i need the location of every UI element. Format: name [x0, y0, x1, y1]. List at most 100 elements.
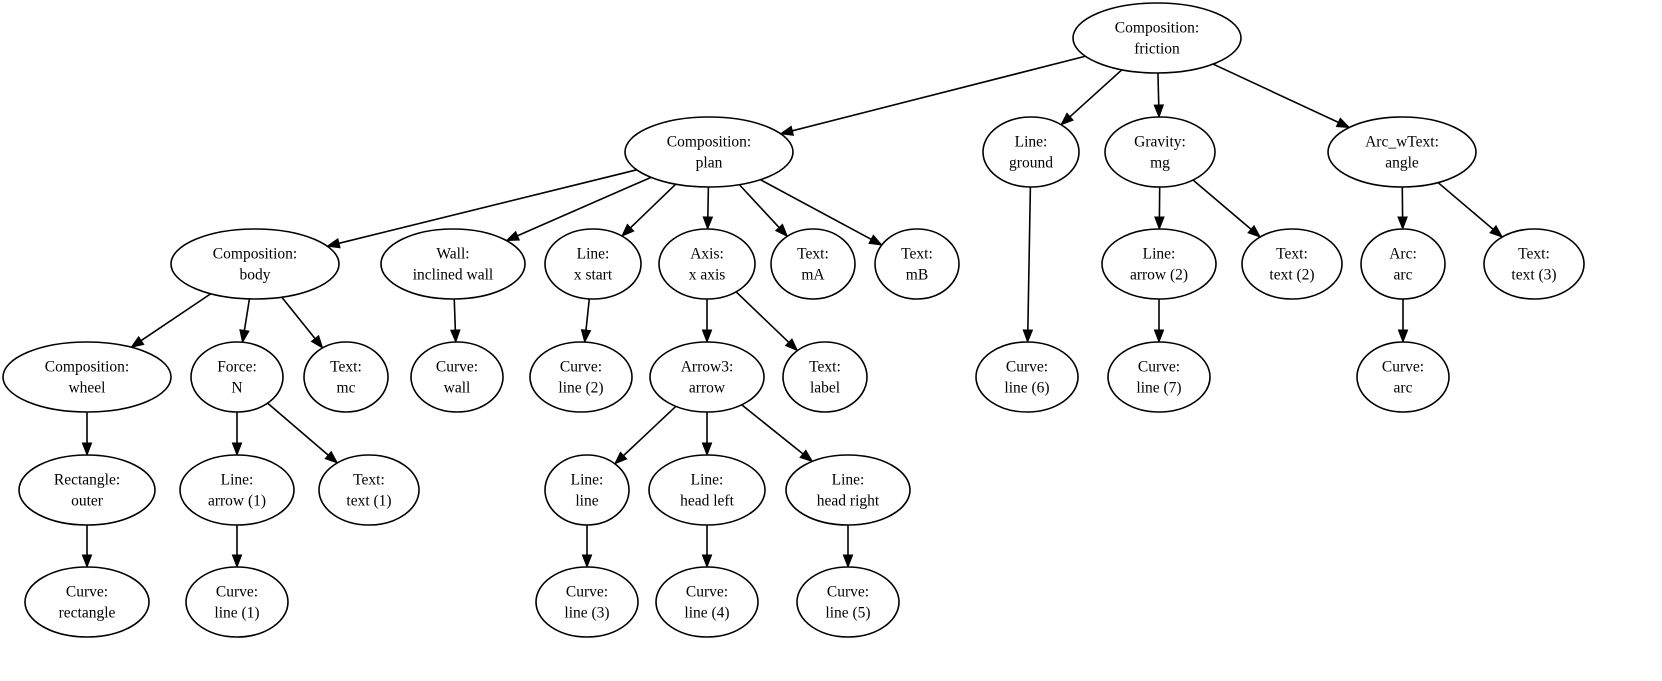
node-ellipse[interactable] [318, 454, 420, 526]
edge-line [453, 298, 457, 331]
node-label-name: friction [1134, 41, 1180, 58]
node-ellipse[interactable] [1327, 116, 1477, 188]
node-ellipse[interactable] [658, 228, 756, 300]
node-label-type: Arc_wText: [1365, 134, 1439, 151]
node-rect-curve[interactable]: Curve:rectangle [24, 566, 150, 638]
arrowhead-icon [1397, 216, 1408, 231]
node-ellipse[interactable] [185, 566, 289, 638]
node-mc[interactable]: Text:mc [303, 341, 389, 413]
node-line-plain[interactable]: Line:line [544, 454, 630, 526]
node-ellipse[interactable] [1360, 228, 1446, 300]
node-head-left[interactable]: Line:head left [648, 454, 766, 526]
node-ellipse[interactable] [544, 454, 630, 526]
node-ellipse[interactable] [1356, 341, 1450, 413]
node-arrow3[interactable]: Arrow3:arrow [649, 341, 765, 413]
node-ellipse[interactable] [796, 566, 900, 638]
node-line-6[interactable]: Curve:line (6) [975, 341, 1079, 413]
node-ellipse[interactable] [624, 116, 794, 188]
node-ellipse[interactable] [648, 454, 766, 526]
node-arrow-1[interactable]: Line:arrow (1) [179, 454, 295, 526]
node-label-name: label [810, 380, 840, 397]
node-ellipse[interactable] [1072, 2, 1242, 74]
edge-friction-to-angle [1212, 63, 1351, 129]
node-ellipse[interactable] [529, 341, 633, 413]
node-ellipse[interactable] [1104, 116, 1216, 188]
node-line-3[interactable]: Curve:line (3) [535, 566, 639, 638]
node-ellipse[interactable] [18, 454, 156, 526]
node-text-2[interactable]: Text:text (2) [1241, 228, 1343, 300]
node-ellipse[interactable] [770, 228, 856, 300]
node-ellipse[interactable] [782, 341, 868, 413]
node-force-N[interactable]: Force:N [190, 341, 284, 413]
node-ellipse[interactable] [1241, 228, 1343, 300]
node-body[interactable]: Composition:body [170, 228, 340, 300]
edge-angle-to-text-3 [1437, 181, 1504, 238]
node-ellipse[interactable] [303, 341, 389, 413]
node-label-type: Line: [577, 246, 610, 263]
edge-friction-to-ground [1060, 69, 1123, 126]
node-label[interactable]: Text:label [782, 341, 868, 413]
node-mB[interactable]: Text:mB [874, 228, 960, 300]
node-ellipse[interactable] [1483, 228, 1585, 300]
node-wheel[interactable]: Composition:wheel [2, 341, 172, 413]
node-label-name: angle [1385, 155, 1419, 172]
node-ellipse[interactable] [544, 228, 642, 300]
node-text-3[interactable]: Text:text (3) [1483, 228, 1585, 300]
node-arrow-2[interactable]: Line:arrow (2) [1101, 228, 1217, 300]
node-label-type: Composition: [1115, 20, 1199, 37]
node-inclined-wall[interactable]: Wall:inclined wall [380, 228, 526, 300]
node-ellipse[interactable] [170, 228, 340, 300]
node-ellipse[interactable] [649, 341, 765, 413]
node-angle[interactable]: Arc_wText:angle [1327, 116, 1477, 188]
edge-arrow-2-to-line-7 [1153, 299, 1165, 344]
edge-inclined-wall-to-wall [449, 298, 461, 344]
node-x-start[interactable]: Line:x start [544, 228, 642, 300]
node-label-type: Text: [1518, 246, 1550, 263]
node-ground[interactable]: Line:ground [982, 116, 1080, 188]
node-ellipse[interactable] [874, 228, 960, 300]
node-ellipse[interactable] [24, 566, 150, 638]
node-line-5[interactable]: Curve:line (5) [796, 566, 900, 638]
edges-layer [81, 55, 1504, 569]
node-text-1[interactable]: Text:text (1) [318, 454, 420, 526]
node-ellipse[interactable] [179, 454, 295, 526]
node-mA[interactable]: Text:mA [770, 228, 856, 300]
node-arc-curve[interactable]: Curve:arc [1356, 341, 1450, 413]
edge-force-N-to-text-1 [267, 402, 339, 464]
edge-plan-to-x-axis [702, 186, 714, 231]
node-ellipse[interactable] [1107, 341, 1211, 413]
edge-line [338, 169, 637, 245]
node-ellipse[interactable] [535, 566, 639, 638]
node-ellipse[interactable] [1101, 228, 1217, 300]
node-ellipse[interactable] [785, 454, 911, 526]
node-ellipse[interactable] [655, 566, 759, 638]
node-gravity[interactable]: Gravity:mg [1104, 116, 1216, 188]
node-line-4[interactable]: Curve:line (4) [655, 566, 759, 638]
node-line-2[interactable]: Curve:line (2) [529, 341, 633, 413]
node-label-name: line [575, 493, 598, 510]
node-label-type: Arc: [1389, 246, 1417, 263]
node-label-type: Text: [1276, 246, 1308, 263]
node-ellipse[interactable] [380, 228, 526, 300]
node-ellipse[interactable] [982, 116, 1080, 188]
node-plan[interactable]: Composition:plan [624, 116, 794, 188]
node-rect-outer[interactable]: Rectangle:outer [18, 454, 156, 526]
node-head-right[interactable]: Line:head right [785, 454, 911, 526]
node-ellipse[interactable] [975, 341, 1079, 413]
node-ellipse[interactable] [410, 341, 504, 413]
node-line-7[interactable]: Curve:line (7) [1107, 341, 1211, 413]
node-label-name: text (1) [346, 493, 391, 510]
edge-line [1192, 179, 1252, 230]
node-arc[interactable]: Arc:arc [1360, 228, 1446, 300]
node-line-1[interactable]: Curve:line (1) [185, 566, 289, 638]
node-wall[interactable]: Curve:wall [410, 341, 504, 413]
arrowhead-icon [81, 442, 93, 457]
node-label-type: Text: [797, 246, 829, 263]
node-x-axis[interactable]: Axis:x axis [658, 228, 756, 300]
edge-force-N-to-arrow-1 [231, 412, 243, 457]
edge-x-start-to-line-2 [580, 298, 592, 344]
node-friction[interactable]: Composition: friction [1072, 2, 1242, 74]
node-ellipse[interactable] [2, 341, 172, 413]
node-ellipse[interactable] [190, 341, 284, 413]
edge-line [281, 296, 316, 340]
